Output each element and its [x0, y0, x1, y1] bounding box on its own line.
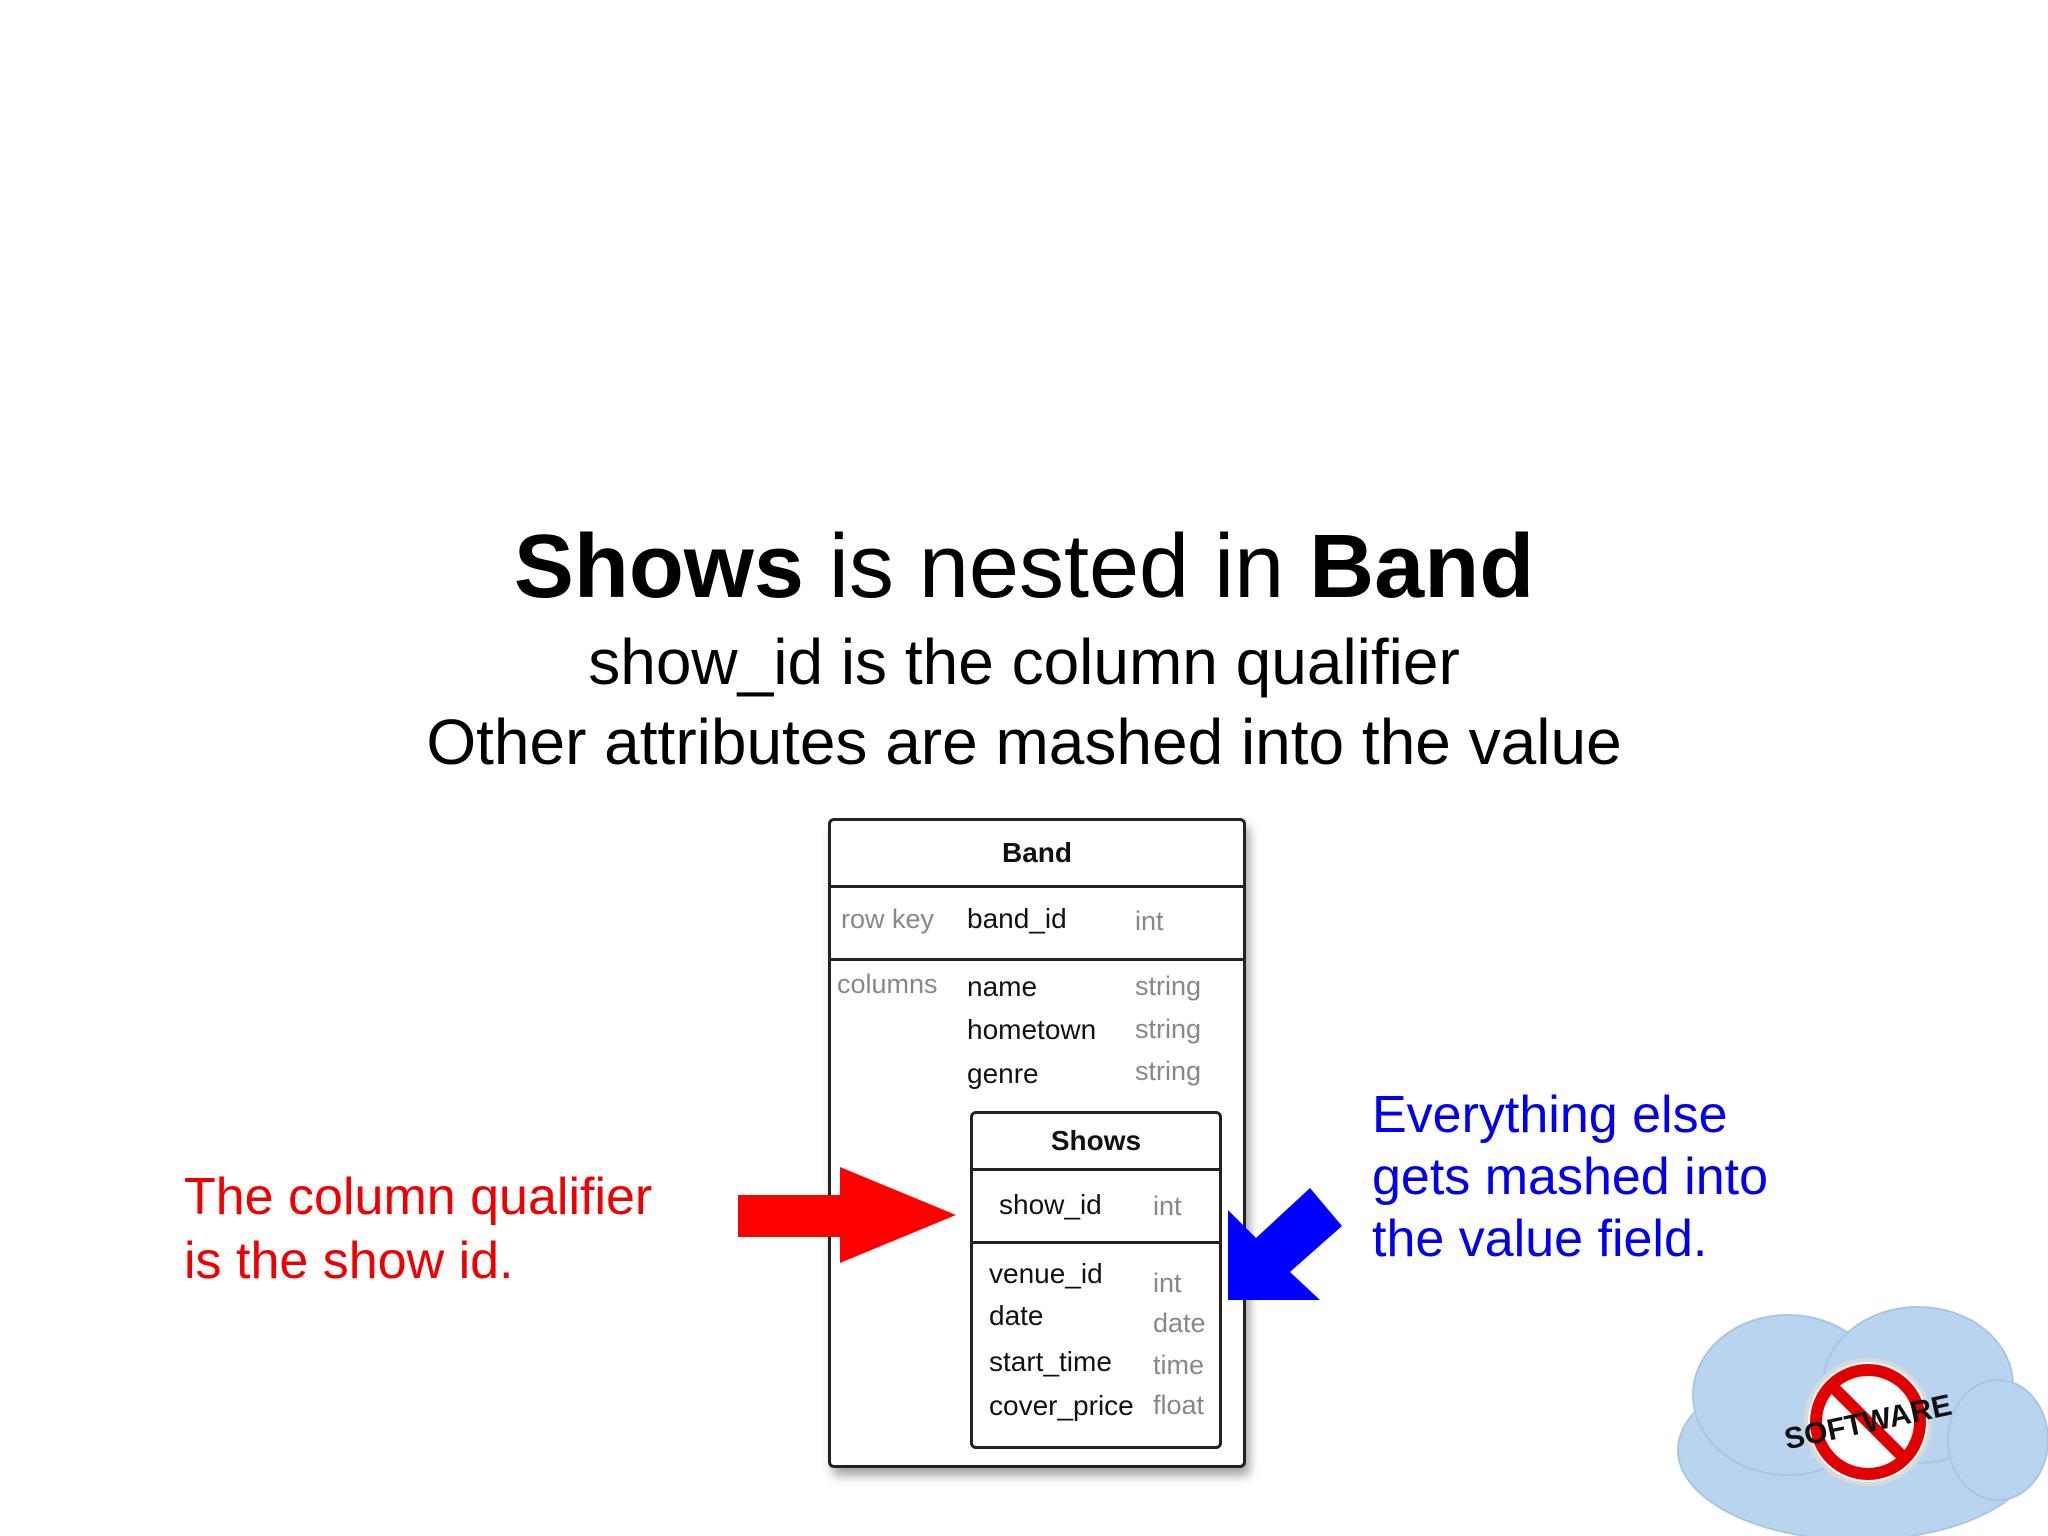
band-table: Band row key band_id int columns name st…	[828, 818, 1246, 1468]
title-middle: is nested in	[803, 517, 1310, 617]
column-field: hometown	[967, 1014, 1097, 1045]
title-bold-shows: Shows	[513, 517, 804, 617]
column-type: string	[1135, 971, 1202, 1001]
row-key-field: band_id	[967, 903, 1067, 934]
shows-table-title: Shows	[973, 1114, 1219, 1171]
column-field: name	[967, 971, 1038, 1002]
subtitle-line-2: Other attributes are mashed into the val…	[426, 706, 1622, 778]
title-bold-band: Band	[1309, 517, 1535, 617]
subtitle-line-1: show_id is the column qualifier	[588, 626, 1460, 698]
shows-field: cover_price	[989, 1390, 1134, 1421]
slide-title: Shows is nested in Band	[0, 512, 2048, 622]
blue-annotation-line-2: gets mashed into	[1372, 1148, 1769, 1206]
band-table-title: Band	[831, 821, 1243, 888]
column-type: string	[1135, 1056, 1202, 1086]
shows-field: venue_id	[989, 1258, 1103, 1289]
shows-key-type: int	[1153, 1191, 1182, 1221]
shows-field-type: float	[1153, 1390, 1205, 1420]
row-key-type: int	[1135, 906, 1164, 936]
row-key-label: row key	[841, 904, 935, 934]
column-field: genre	[967, 1058, 1039, 1089]
blue-arrow-icon	[1228, 1188, 1342, 1300]
band-row-key: row key band_id int	[831, 888, 1243, 961]
shows-field: start_time	[989, 1346, 1112, 1377]
shows-field-type: int	[1153, 1268, 1182, 1298]
shows-key-field: show_id	[999, 1189, 1102, 1220]
columns-label: columns	[837, 969, 938, 999]
blue-annotation-line-3: the value field.	[1372, 1210, 1708, 1268]
shows-table: Shows show_id int venue_id int date date…	[970, 1111, 1222, 1449]
shows-field-type: time	[1153, 1350, 1205, 1380]
blue-annotation-line-1: Everything else	[1372, 1086, 1728, 1144]
red-annotation-line-2: is the show id.	[184, 1232, 514, 1290]
red-annotation-line-1: The column qualifier	[184, 1168, 653, 1226]
shows-key-row: show_id int	[973, 1171, 1219, 1244]
red-arrow-icon	[738, 1167, 956, 1263]
shows-field-type: date	[1153, 1308, 1206, 1338]
blue-annotation: Everything else gets mashed into the val…	[1372, 1084, 1892, 1270]
column-type: string	[1135, 1014, 1202, 1044]
no-software-logo-icon: SOFTWARE	[1677, 1306, 2048, 1536]
shows-field: date	[989, 1300, 1044, 1331]
red-annotation: The column qualifier is the show id.	[184, 1165, 704, 1293]
